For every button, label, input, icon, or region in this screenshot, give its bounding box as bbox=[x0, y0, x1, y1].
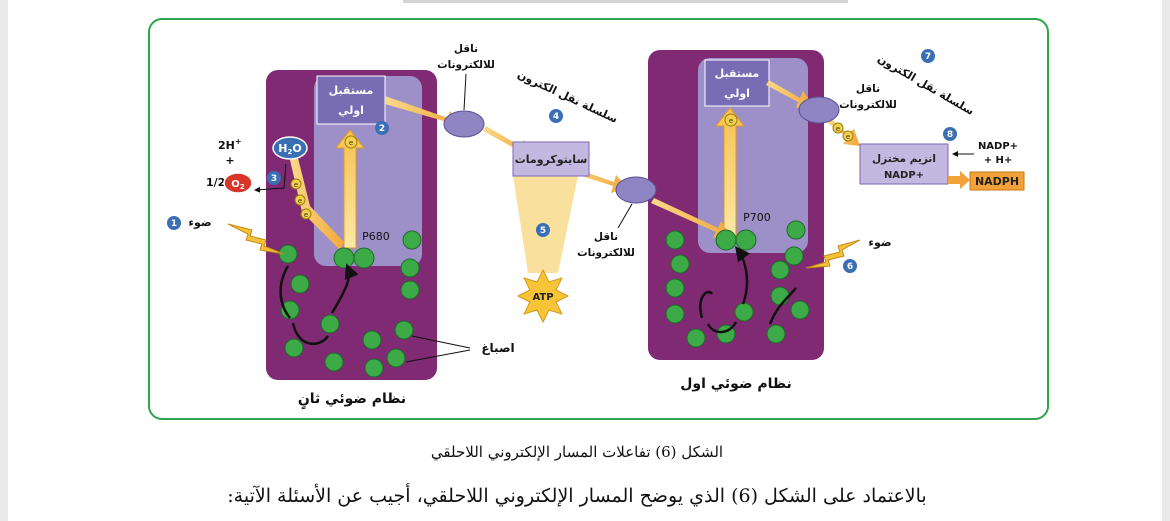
h2o-badge bbox=[272, 136, 308, 160]
nadp-reductase-line2: NADP+ bbox=[884, 170, 924, 181]
carrier-top-label-line1: ناقل bbox=[454, 43, 478, 55]
o2-label: O2 bbox=[231, 179, 245, 191]
light-label-1: ضوء bbox=[188, 216, 211, 229]
svg-text:e: e bbox=[836, 125, 840, 133]
svg-text:4: 4 bbox=[553, 112, 559, 122]
step-badge-4 bbox=[549, 109, 563, 123]
step-badge-1 bbox=[167, 216, 181, 230]
excitation-curves bbox=[279, 245, 797, 345]
carrier-mid-pointer bbox=[617, 203, 633, 229]
h2o-label: H2O bbox=[278, 142, 301, 156]
svg-text:7: 7 bbox=[925, 52, 931, 62]
svg-text:5: 5 bbox=[540, 226, 546, 236]
p700-pigment-a bbox=[715, 229, 737, 251]
electrons: e e e e e e e bbox=[290, 113, 854, 220]
light-bolt-1 bbox=[227, 223, 285, 255]
step-badge-6 bbox=[843, 259, 857, 273]
carrier-right-label-line1: ناقل bbox=[856, 83, 880, 95]
photosystem-1-label: نظام ضوئي اول bbox=[680, 376, 792, 392]
svg-text:e: e bbox=[294, 181, 298, 189]
pigments-pointer-2 bbox=[405, 349, 471, 363]
p680-pigment-b bbox=[353, 247, 375, 269]
svg-text:e: e bbox=[304, 211, 308, 219]
carrier-top-pointer bbox=[463, 73, 467, 111]
half-label: 1/2 bbox=[206, 176, 225, 189]
electron-chain-label-1: سلسلة نقل الكترون bbox=[515, 68, 619, 126]
primary-acceptor-left bbox=[316, 75, 386, 125]
p680-pigment-a bbox=[333, 247, 355, 269]
primary-acceptor-left-line2: اولي bbox=[338, 104, 364, 117]
nadp-input-line2: + H+ bbox=[984, 155, 1013, 166]
primary-acceptor-left-line1: مستقبل bbox=[329, 84, 374, 97]
nadp-reductase-line1: انزيم مختزل bbox=[872, 153, 936, 165]
step-badges: 1 2 3 4 5 6 7 8 bbox=[167, 49, 957, 273]
plus-between: + bbox=[225, 154, 234, 167]
svg-text:e: e bbox=[298, 197, 302, 205]
photosystem-2-label: نظام ضوئي ثانٍ bbox=[298, 391, 406, 410]
water-split-arrow bbox=[254, 163, 287, 193]
p700-label: P700 bbox=[743, 211, 771, 224]
svg-text:2: 2 bbox=[379, 124, 385, 134]
transfer-arrow-carrier-to-p700 bbox=[651, 198, 731, 238]
carrier-mid-label-line1: ناقل bbox=[594, 231, 618, 243]
o2-badge bbox=[223, 172, 253, 194]
water-electron-path bbox=[290, 158, 344, 250]
transfer-arrow-acceptor-to-carrier-2 bbox=[766, 80, 813, 108]
step-badge-7 bbox=[921, 49, 935, 63]
cytochrome-box bbox=[512, 141, 590, 177]
svg-text:6: 6 bbox=[847, 262, 853, 272]
figure-diagram: مستقبل اولي مستقبل اولي سايتوكرومات ATP … bbox=[167, 43, 1025, 410]
top-divider bbox=[403, 0, 848, 3]
primary-acceptor-right bbox=[704, 59, 770, 107]
step-badge-5 bbox=[536, 223, 550, 237]
carrier-top-label-line2: للالكترونات bbox=[437, 59, 495, 71]
question-prompt: بالاعتماد على الشكل (6) الذي يوضح المسار… bbox=[227, 485, 927, 507]
atp-burst bbox=[516, 268, 570, 324]
figure-caption: الشكل (6) تفاعلات المسار الإلكتروني اللا… bbox=[430, 443, 724, 461]
nadph-box bbox=[969, 171, 1025, 191]
p680-label: P680 bbox=[362, 230, 390, 243]
svg-text:1: 1 bbox=[171, 219, 177, 229]
svg-text:3: 3 bbox=[271, 174, 277, 184]
pigments-label: اصباغ bbox=[481, 341, 514, 355]
light-bolt-2 bbox=[805, 239, 861, 269]
two-h-plus: 2H+ bbox=[218, 137, 242, 152]
electron-carrier-3 bbox=[798, 96, 840, 124]
step-badge-8 bbox=[943, 127, 957, 141]
nadp-reductase-box bbox=[859, 143, 949, 185]
nadph-arrow bbox=[948, 171, 970, 189]
step-badge-3 bbox=[267, 171, 281, 185]
primary-acceptor-right-line2: اولي bbox=[724, 87, 750, 100]
energy-arrow-ps1 bbox=[714, 107, 746, 239]
carrier-mid-label-line2: للالكترونات bbox=[577, 247, 635, 259]
atp-label: ATP bbox=[532, 292, 553, 303]
p700-pigment-b bbox=[735, 229, 757, 251]
electron-carrier-2 bbox=[615, 176, 657, 204]
pigments-ps2 bbox=[278, 230, 422, 378]
carrier-right-label-line2: للالكترونات bbox=[839, 99, 897, 111]
nadph-label: NADPH bbox=[975, 175, 1019, 188]
primary-acceptor-right-line1: مستقبل bbox=[715, 67, 760, 80]
pigments-pointer-1 bbox=[411, 335, 471, 349]
svg-text:e: e bbox=[846, 133, 850, 141]
svg-text:e: e bbox=[729, 117, 733, 125]
nadp-input-line1: NADP+ bbox=[978, 141, 1018, 152]
svg-text:8: 8 bbox=[947, 130, 953, 140]
transfer-arrow-acceptor-to-carrier-1 bbox=[385, 96, 462, 129]
light-label-2: ضوء bbox=[868, 236, 891, 249]
svg-text:e: e bbox=[349, 139, 353, 147]
energy-arrow-ps2 bbox=[334, 129, 366, 249]
cytochrome-label: سايتوكرومات bbox=[515, 153, 588, 166]
electron-carrier-1 bbox=[443, 110, 485, 138]
step-badge-2 bbox=[375, 121, 389, 135]
